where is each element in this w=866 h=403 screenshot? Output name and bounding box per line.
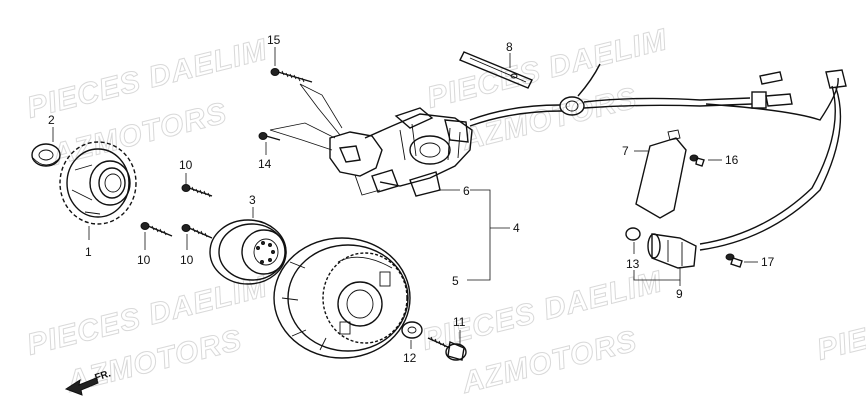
part-clamp-plate-8 bbox=[459, 51, 533, 89]
callout-labels: 2 1 10 10 10 3 15 14 6 4 5 8 7 16 13 9 1… bbox=[48, 33, 775, 365]
part-bolt-10-lower-left bbox=[140, 222, 173, 237]
callout-10-upper: 10 bbox=[179, 158, 193, 172]
callout-9: 9 bbox=[676, 287, 683, 301]
callout-12: 12 bbox=[403, 351, 417, 365]
callout-13: 13 bbox=[626, 257, 640, 271]
callout-4: 4 bbox=[513, 221, 520, 235]
part-o-ring-13 bbox=[625, 227, 641, 241]
watermark-layer: PIECES DAELIM AZMOTORS PIECES DAELIM AZM… bbox=[23, 23, 866, 401]
callout-10-lower-mid: 10 bbox=[180, 253, 194, 267]
callout-15: 15 bbox=[267, 33, 281, 47]
watermark-text: PIECE bbox=[814, 312, 866, 367]
leader-lines bbox=[52, 47, 758, 349]
part-bolt-15 bbox=[270, 68, 313, 83]
callout-10-lower-left: 10 bbox=[137, 253, 151, 267]
part-bolt-16 bbox=[689, 154, 705, 167]
callout-17: 17 bbox=[761, 255, 775, 269]
callout-11: 11 bbox=[453, 315, 466, 329]
part-bolt-10-upper bbox=[181, 184, 213, 198]
part-flange-bolt-11 bbox=[427, 336, 467, 361]
part-screw-14 bbox=[258, 132, 281, 141]
part-starter-gear-1 bbox=[59, 141, 137, 225]
callout-14: 14 bbox=[258, 157, 272, 171]
part-wire-harness bbox=[469, 63, 847, 251]
part-flywheel-5 bbox=[273, 237, 411, 359]
front-direction-indicator: FR. bbox=[64, 368, 113, 396]
callout-3: 3 bbox=[249, 193, 256, 207]
callout-16: 16 bbox=[725, 153, 739, 167]
callout-8: 8 bbox=[506, 40, 513, 54]
part-pulse-sensor-9 bbox=[647, 233, 697, 269]
direction-label: FR. bbox=[94, 368, 113, 384]
watermark-text: PIECES DAELIM bbox=[24, 33, 271, 125]
part-washer-2 bbox=[31, 143, 61, 167]
callout-5: 5 bbox=[452, 274, 459, 288]
callout-2: 2 bbox=[48, 113, 55, 127]
part-cover-7 bbox=[635, 129, 687, 219]
part-stator-6 bbox=[329, 107, 473, 197]
part-bolt-10-lower-mid bbox=[181, 224, 213, 239]
part-bolt-17 bbox=[725, 253, 743, 268]
callout-6: 6 bbox=[463, 184, 470, 198]
arrow-left-icon bbox=[64, 377, 99, 396]
part-washer-12 bbox=[401, 321, 423, 339]
part-rotor-ring-3 bbox=[209, 219, 287, 285]
callout-7: 7 bbox=[622, 144, 629, 158]
callout-1: 1 bbox=[85, 245, 92, 259]
